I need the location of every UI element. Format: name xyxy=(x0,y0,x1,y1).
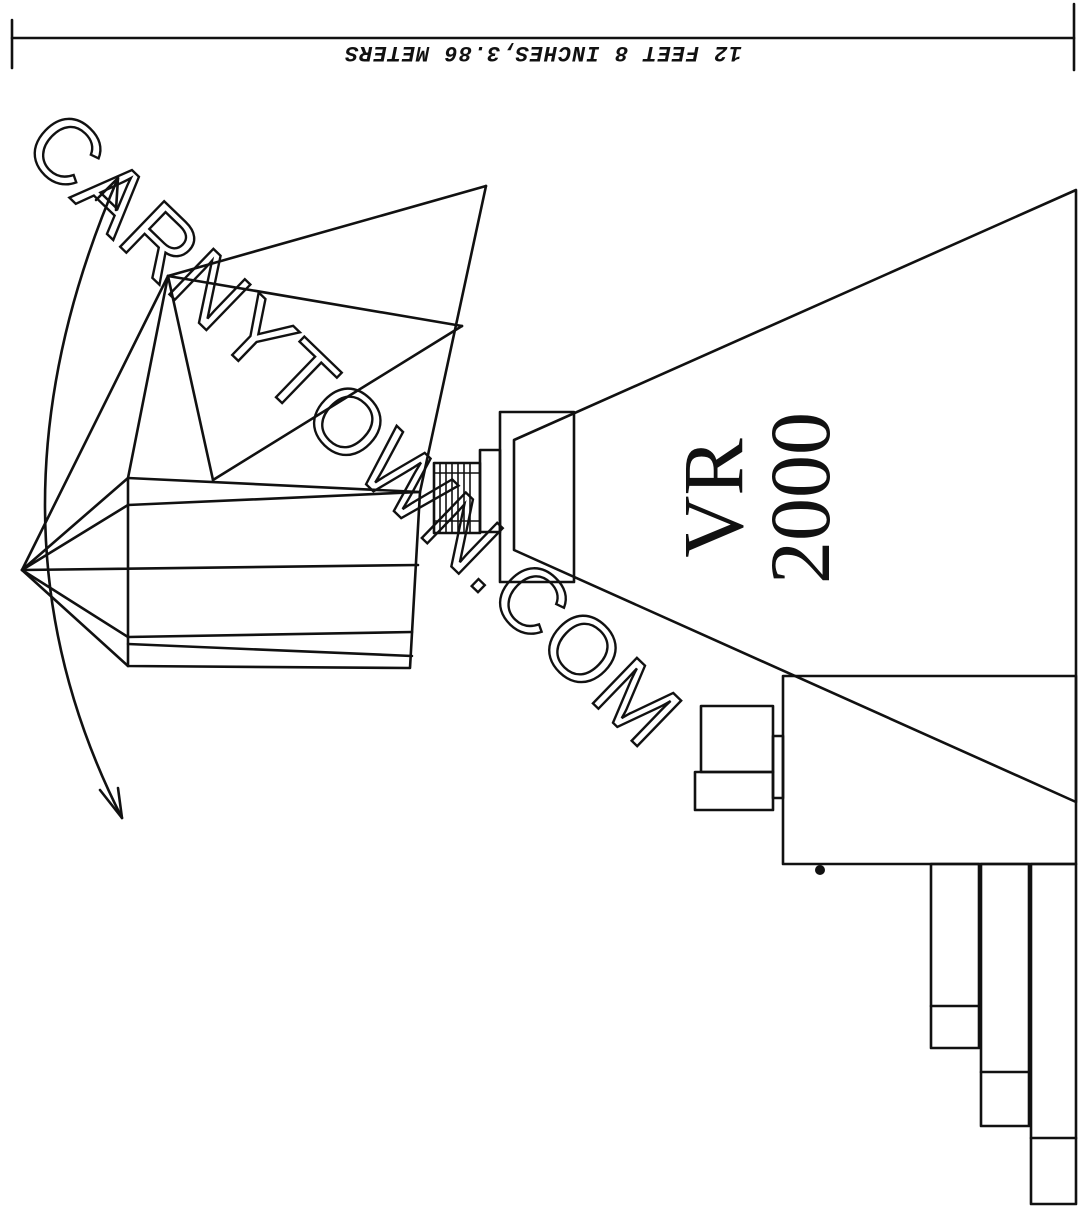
swing-arc-arrow xyxy=(43,176,124,820)
model-label-vr: VR xyxy=(665,438,761,558)
model-label-2000: 2000 xyxy=(752,412,848,584)
watermark: CARNYTOWN.COM xyxy=(6,91,701,767)
dimension-label: 12 FEET 8 INCHES,3.86 METERS xyxy=(344,40,742,65)
entry-steps xyxy=(929,862,1078,1206)
rider-gondola xyxy=(20,184,488,670)
control-box xyxy=(693,704,825,875)
dimension-line xyxy=(10,2,1076,72)
drive-hub xyxy=(432,410,576,584)
